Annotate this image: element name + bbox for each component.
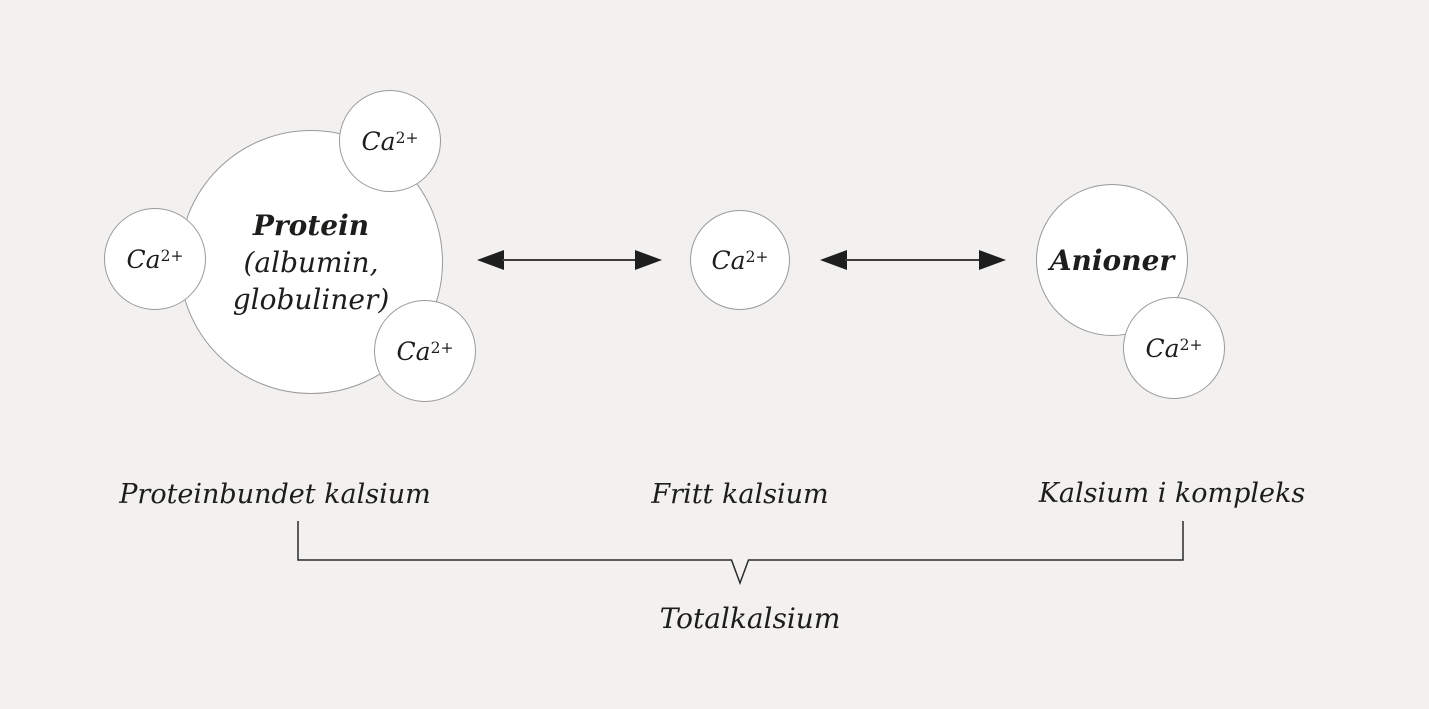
label-fritt-kalsium: Fritt kalsium <box>651 479 829 510</box>
protein-bound-ca-circle-bottom: Ca2+ <box>374 300 476 402</box>
free-ca-circle: Ca2+ <box>690 210 790 310</box>
ca-charge: 2+ <box>745 247 769 266</box>
ca-charge: 2+ <box>160 246 184 265</box>
ca-symbol: Ca <box>396 336 431 366</box>
ca2plus-label: Ca2+ <box>397 337 454 366</box>
ca2plus-label: Ca2+ <box>127 245 184 274</box>
complex-ca-circle: Ca2+ <box>1123 297 1225 399</box>
ca-charge: 2+ <box>1179 335 1203 354</box>
protein-bound-ca-circle-left: Ca2+ <box>104 208 206 310</box>
ca-symbol: Ca <box>1145 333 1180 363</box>
equilibrium-arrow-2 <box>820 249 1006 271</box>
ca-charge: 2+ <box>430 338 454 357</box>
protein-subtitle-line1: (albumin, <box>243 245 379 279</box>
arrowhead-left-icon <box>820 250 847 270</box>
equilibrium-arrow-1 <box>477 249 662 271</box>
ca2plus-label: Ca2+ <box>712 246 769 275</box>
ca-symbol: Ca <box>126 244 161 274</box>
label-totalkalsium: Totalkalsium <box>659 602 841 635</box>
arrow-shaft <box>845 259 981 261</box>
protein-bound-ca-circle-top: Ca2+ <box>339 90 441 192</box>
ca-charge: 2+ <box>395 128 419 147</box>
arrowhead-left-icon <box>477 250 504 270</box>
protein-subtitle-line2: globuliner) <box>232 282 390 316</box>
arrowhead-right-icon <box>635 250 662 270</box>
ca2plus-label: Ca2+ <box>362 127 419 156</box>
ca2plus-label: Ca2+ <box>1146 334 1203 363</box>
bracket-line <box>297 521 1184 586</box>
label-protein-bound-kalsium: Proteinbundet kalsium <box>119 479 431 510</box>
anion-circle: Anioner <box>1036 184 1188 336</box>
anion-label: Anioner <box>1049 243 1175 277</box>
arrow-shaft <box>502 259 637 261</box>
ca-symbol: Ca <box>711 245 746 275</box>
label-kalsium-i-kompleks: Kalsium i kompleks <box>1038 478 1306 509</box>
ca-symbol: Ca <box>361 126 396 156</box>
protein-circle-text: Protein (albumin, globuliner) <box>233 207 390 318</box>
protein-title: Protein <box>252 208 370 242</box>
arrowhead-right-icon <box>979 250 1006 270</box>
